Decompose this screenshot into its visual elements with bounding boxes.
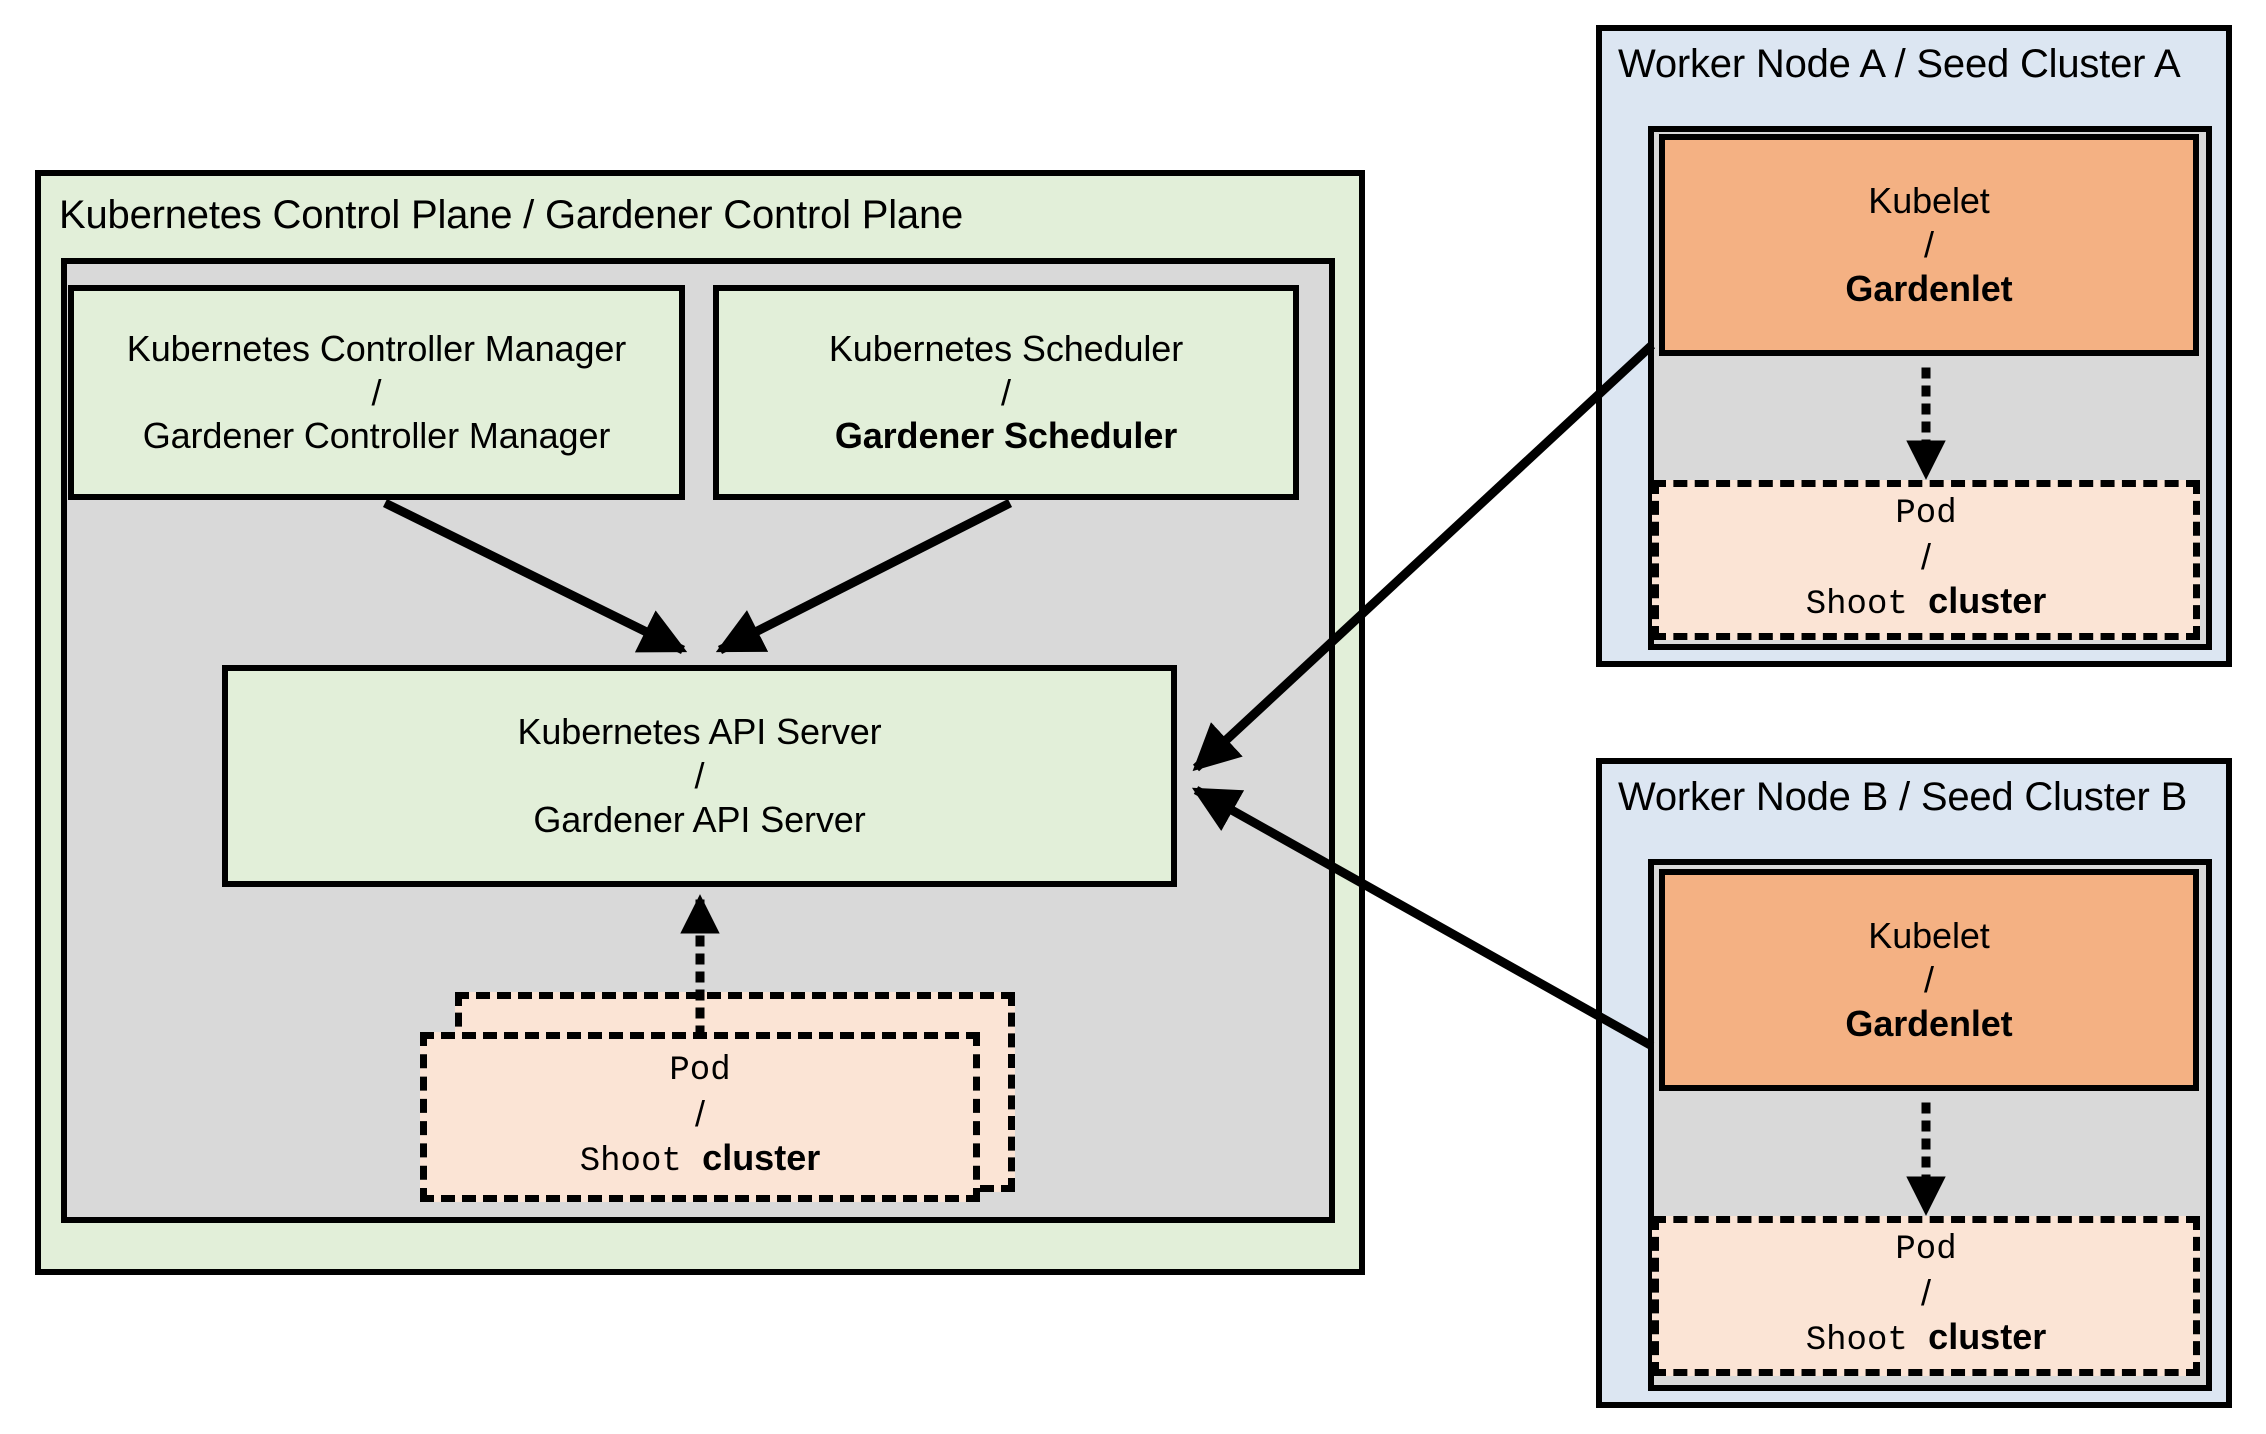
api-server-line2: Gardener API Server	[533, 798, 866, 840]
control-plane-title: Kubernetes Control Plane / Gardener Cont…	[59, 193, 964, 237]
control-plane-pod-line1: Pod	[669, 1051, 731, 1090]
kubelet-gardenlet-b-box[interactable]: Kubelet / Gardenlet	[1659, 869, 2199, 1091]
pod-b-separator: /	[1921, 1272, 1931, 1314]
api-server-separator: /	[694, 755, 705, 797]
gardenlet-b-label: Gardenlet	[1845, 1002, 2013, 1044]
pod-b-line2-mono: Shoot	[1805, 1321, 1929, 1360]
worker-node-b-title: Worker Node B / Seed Cluster B	[1618, 775, 2188, 819]
control-plane-pod-separator: /	[695, 1093, 705, 1135]
pod-b-line2-bold: cluster	[1928, 1315, 2047, 1357]
api-server-box[interactable]: Kubernetes API Server / Gardener API Ser…	[222, 665, 1177, 887]
pod-a-line2-mono: Shoot	[1805, 585, 1929, 624]
scheduler-box[interactable]: Kubernetes Scheduler / Gardener Schedule…	[713, 285, 1299, 500]
pod-a-line2-bold: cluster	[1928, 579, 2047, 621]
scheduler-line1: Kubernetes Scheduler	[828, 327, 1184, 369]
gardenlet-a-label: Gardenlet	[1845, 267, 2013, 309]
kubelet-b-line1: Kubelet	[1868, 915, 1990, 957]
worker-node-a-title: Worker Node A / Seed Cluster A	[1618, 42, 2181, 86]
control-plane-pod-line2: Shoot cluster	[580, 1136, 820, 1183]
kubelet-a-separator: /	[1924, 224, 1934, 266]
controller-manager-line2: Gardener Controller Manager	[142, 415, 611, 457]
kubelet-gardenlet-a-box[interactable]: Kubelet / Gardenlet	[1659, 134, 2199, 356]
kubelet-b-separator: /	[1924, 959, 1934, 1001]
controller-manager-line1: Kubernetes Controller Manager	[126, 327, 627, 369]
kubelet-a-line1: Kubelet	[1868, 180, 1990, 222]
pod-a-separator: /	[1921, 536, 1931, 578]
scheduler-line2: Gardener Scheduler	[834, 415, 1178, 457]
scheduler-separator: /	[1001, 371, 1011, 413]
pod-b-line1: Pod	[1895, 1230, 1957, 1269]
control-plane-pod-box[interactable]: Pod / Shoot cluster	[420, 1032, 980, 1202]
pod-a-line1: Pod	[1895, 494, 1957, 533]
pod-b-line2: Shoot cluster	[1806, 1315, 2046, 1362]
pod-b-box[interactable]: Pod / Shoot cluster	[1652, 1216, 2200, 1376]
controller-manager-separator: /	[371, 371, 382, 413]
pod-a-box[interactable]: Pod / Shoot cluster	[1652, 480, 2200, 640]
controller-manager-box[interactable]: Kubernetes Controller Manager / Gardener…	[68, 285, 685, 500]
pod-a-line2: Shoot cluster	[1806, 579, 2046, 626]
api-server-line1: Kubernetes API Server	[517, 711, 882, 753]
control-plane-pod-line2-bold: cluster	[702, 1136, 821, 1178]
control-plane-pod-line2-mono: Shoot	[579, 1142, 703, 1181]
